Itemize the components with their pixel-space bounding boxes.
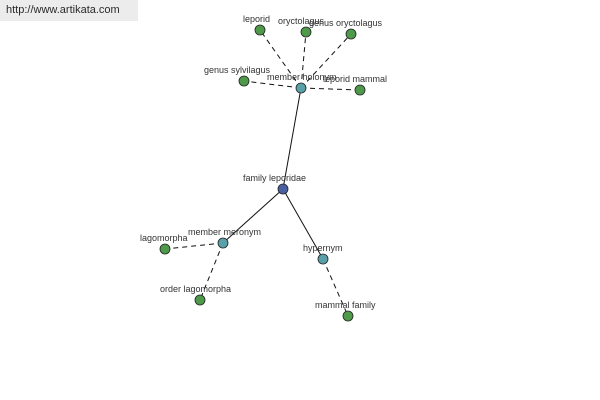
node-marker[interactable] [277, 183, 289, 195]
node-marker[interactable] [317, 253, 329, 265]
node-marker[interactable] [345, 28, 357, 40]
edge-meronym-order-lagomorpha [199, 242, 224, 301]
node-mammal-family[interactable]: mammal family [315, 300, 376, 322]
edge-root-hypernym [282, 188, 324, 260]
edge-holonym-leporid [259, 29, 302, 89]
edge-holonym-genus-oryctolagus [300, 33, 352, 89]
node-oryctolagus[interactable]: oryctolagus [278, 16, 325, 38]
node-root[interactable]: family leporidae [243, 173, 306, 195]
edge-holonym-leporid-mammal [300, 87, 361, 91]
node-label: genus oryctolagus [309, 18, 383, 28]
node-marker[interactable] [295, 82, 307, 94]
edge-holonym-oryctolagus [300, 31, 307, 89]
node-lagomorpha[interactable]: lagomorpha [140, 233, 188, 255]
node-order-lagomorpha[interactable]: order lagomorpha [160, 284, 231, 306]
node-genus-sylvilagus[interactable]: genus sylvilagus [204, 65, 271, 87]
node-leporid-mammal[interactable]: leporid mammal [323, 74, 387, 96]
node-label: member meronym [188, 227, 261, 237]
node-label: oryctolagus [278, 16, 325, 26]
node-holonym[interactable]: member holonym [267, 72, 337, 94]
node-marker[interactable] [354, 84, 366, 96]
node-marker[interactable] [254, 24, 266, 36]
url-banner[interactable]: http://www.artikata.com [0, 0, 138, 21]
node-genus-oryctolagus[interactable]: genus oryctolagus [309, 18, 383, 40]
edge-meronym-lagomorpha [164, 242, 224, 250]
node-label: order lagomorpha [160, 284, 231, 294]
node-marker[interactable] [342, 310, 354, 322]
node-marker[interactable] [217, 237, 229, 249]
graph-nodes: family leporidae member holonym member mer… [140, 14, 387, 322]
node-marker[interactable] [159, 243, 171, 255]
node-meronym[interactable]: member meronym [188, 227, 261, 249]
node-label: lagomorpha [140, 233, 188, 243]
node-label: member holonym [267, 72, 337, 82]
node-marker[interactable] [238, 75, 250, 87]
edge-root-holonym [282, 87, 302, 190]
node-label: genus sylvilagus [204, 65, 271, 75]
node-hypernym[interactable]: hypernym [303, 243, 343, 265]
node-label: family leporidae [243, 173, 306, 183]
graph-edges [164, 29, 361, 317]
edge-hypernym-mammal-family [322, 258, 349, 317]
node-label: leporid mammal [323, 74, 387, 84]
node-label: leporid [243, 14, 270, 24]
node-marker[interactable] [194, 294, 206, 306]
node-label: hypernym [303, 243, 343, 253]
node-marker[interactable] [300, 26, 312, 38]
node-label: mammal family [315, 300, 376, 310]
edge-holonym-genus-sylvilagus [243, 80, 302, 89]
node-leporid[interactable]: leporid [243, 14, 270, 36]
edge-root-meronym [222, 188, 284, 244]
